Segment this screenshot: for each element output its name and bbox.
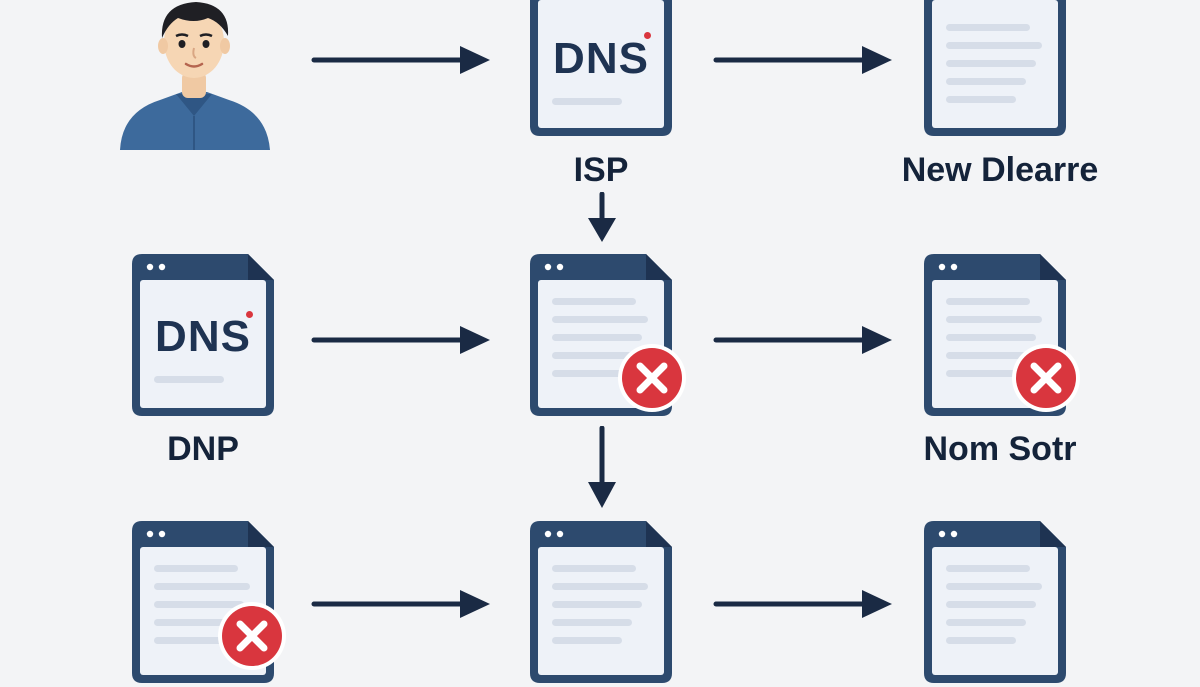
dnp-dns-text: DNS [155, 312, 251, 361]
dns-dot-icon [246, 311, 253, 318]
isp-dns-window: DNS [526, 0, 676, 140]
bottom-middle-window [526, 517, 676, 687]
dnp-label: DNP [167, 430, 239, 468]
error-icon [616, 342, 688, 414]
arrow-isp-to-middle [588, 192, 616, 242]
error-icon [1010, 342, 1082, 414]
dns-dot-icon [644, 32, 651, 39]
new-dlearre-window [920, 0, 1070, 140]
arrow-bottom-middle-to-bottom-right [713, 590, 892, 618]
arrow-bottom-left-to-bottom-middle [311, 590, 490, 618]
arrow-middle-to-nom-sotr [713, 326, 892, 354]
isp-dns-text: DNS [553, 34, 649, 83]
isp-label: ISP [573, 151, 629, 189]
arrow-middle-to-bottom [588, 426, 616, 508]
new-dlearre-label: New Dlearre [901, 151, 1099, 189]
error-icon [216, 600, 288, 672]
dnp-dns-window: DNS [128, 250, 278, 420]
arrow-isp-to-new-dlearre [713, 46, 892, 74]
arrow-dnp-to-middle [311, 326, 490, 354]
bottom-right-window [920, 517, 1070, 687]
user-avatar-icon [112, 0, 277, 152]
arrow-user-to-isp [311, 46, 490, 74]
nom-sotr-label: Nom Sotr [923, 430, 1077, 468]
